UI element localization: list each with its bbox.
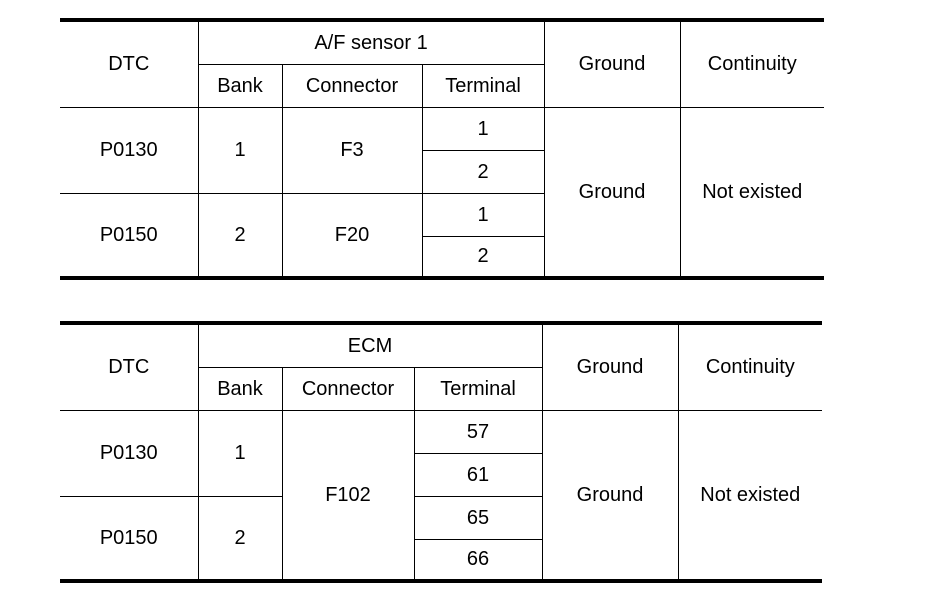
terminal-cell: 2 (422, 235, 545, 279)
header-group: A/F sensor 1 (197, 19, 545, 65)
header-ground: Ground (543, 19, 681, 108)
dtc-cell: P0150 (60, 495, 199, 582)
bank-cell: 1 (197, 409, 283, 497)
terminal-cell: 61 (414, 452, 543, 497)
ecm-continuity-table: DTC ECM Ground Continuity Bank Connector… (60, 321, 823, 583)
terminal-cell: 57 (413, 409, 543, 454)
dtc-cell: P0130 (60, 409, 199, 497)
bank-cell: 1 (197, 106, 283, 194)
header-dtc: DTC (60, 19, 199, 108)
connector-cell: F3 (281, 106, 423, 194)
terminal-cell: 2 (422, 149, 545, 194)
header-terminal: Terminal (421, 63, 545, 108)
terminal-cell: 66 (414, 538, 543, 582)
header-connector: Connector (281, 63, 423, 108)
terminal-cell: 1 (421, 192, 545, 237)
header-continuity: Continuity (679, 19, 825, 108)
terminal-cell: 65 (413, 495, 543, 540)
dtc-cell: P0150 (60, 192, 199, 279)
header-dtc: DTC (60, 322, 199, 411)
header-bank: Bank (198, 366, 283, 411)
header-connector: Connector (281, 366, 415, 411)
header-ground: Ground (541, 322, 679, 411)
header-group: ECM (197, 322, 543, 368)
header-terminal: Terminal (413, 366, 543, 411)
header-continuity: Continuity (677, 322, 823, 411)
continuity-cell: Not existed (677, 409, 823, 582)
connector-cell: F20 (281, 192, 423, 279)
dtc-cell: P0130 (60, 106, 199, 194)
ground-cell: Ground (543, 106, 681, 279)
af-sensor-continuity-table: DTC A/F sensor 1 Ground Continuity Bank … (60, 18, 825, 280)
bank-cell: 2 (197, 192, 283, 279)
connector-cell: F102 (281, 409, 415, 582)
header-bank: Bank (198, 63, 283, 108)
continuity-cell: Not existed (679, 106, 825, 279)
terminal-cell: 1 (421, 106, 545, 151)
ground-cell: Ground (541, 409, 679, 582)
bank-cell: 2 (197, 495, 283, 582)
